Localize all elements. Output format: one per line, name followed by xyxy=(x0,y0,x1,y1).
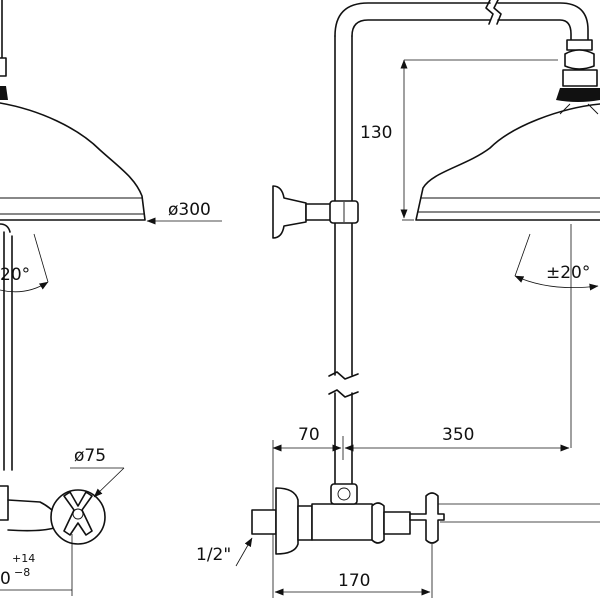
dim-arm-diameter-label: ø75 xyxy=(74,446,106,466)
front-shower-head xyxy=(0,102,146,221)
dim-offset-70-label: 70 xyxy=(298,425,320,445)
wall-bracket xyxy=(272,185,359,239)
dim-height: 130 xyxy=(360,59,558,221)
dim-tilt-left-label: 20° xyxy=(0,265,30,285)
tolerance-plus: +14 xyxy=(12,552,35,565)
mixer-valve xyxy=(251,483,445,555)
tolerance-minus: −8 xyxy=(14,566,30,579)
dim-offsets: 70 350 xyxy=(272,425,570,598)
dim-tilt-left: 20° xyxy=(0,233,49,293)
dim-reach-350-label: 350 xyxy=(442,425,474,445)
side-view: 130 ±20° 70 350 xyxy=(196,0,600,598)
dim-tilt-right-label: ±20° xyxy=(546,263,590,283)
dim-depth-label: 170 xyxy=(338,571,370,591)
dim-bottom-left: 0 +14 −8 xyxy=(0,534,73,596)
front-view: ø300 20° ø75 0 +14 xyxy=(0,0,222,596)
dim-height-label: 130 xyxy=(360,123,392,143)
dim-partial-label: 0 xyxy=(0,569,11,589)
dim-head-diameter-label: ø300 xyxy=(168,200,211,220)
dim-arm-diameter: ø75 xyxy=(70,446,125,498)
shower-arm xyxy=(334,0,589,41)
ball-joint xyxy=(556,39,600,102)
dim-head-diameter: ø300 xyxy=(146,200,222,225)
side-shower-head xyxy=(415,103,600,221)
dim-thread-label: 1/2" xyxy=(196,545,231,565)
front-cross-handle xyxy=(50,489,106,545)
front-head-connector xyxy=(0,0,8,100)
riser-pipe xyxy=(328,35,359,485)
dim-tilt-right: ±20° xyxy=(514,233,599,291)
dim-thread: 1/2" xyxy=(196,537,253,567)
dim-depth: 170 xyxy=(274,544,433,598)
